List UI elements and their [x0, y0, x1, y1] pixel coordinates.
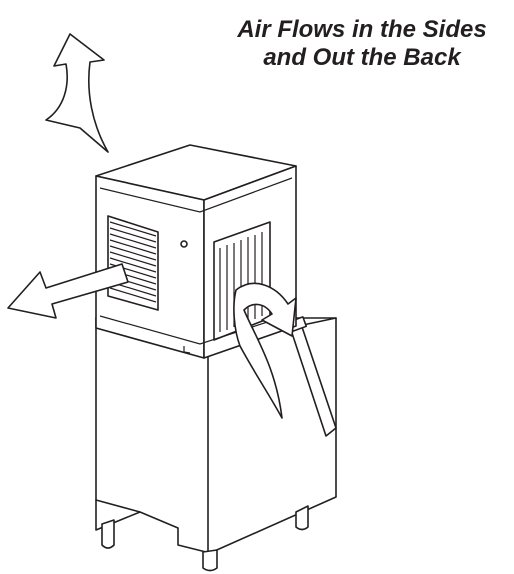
- ice-machine-head: [96, 145, 296, 358]
- indicator-light: [181, 241, 187, 247]
- bin-leg-front: [203, 550, 217, 571]
- air-intake-arrow-top: [46, 34, 108, 152]
- bin-leg-left: [102, 520, 114, 548]
